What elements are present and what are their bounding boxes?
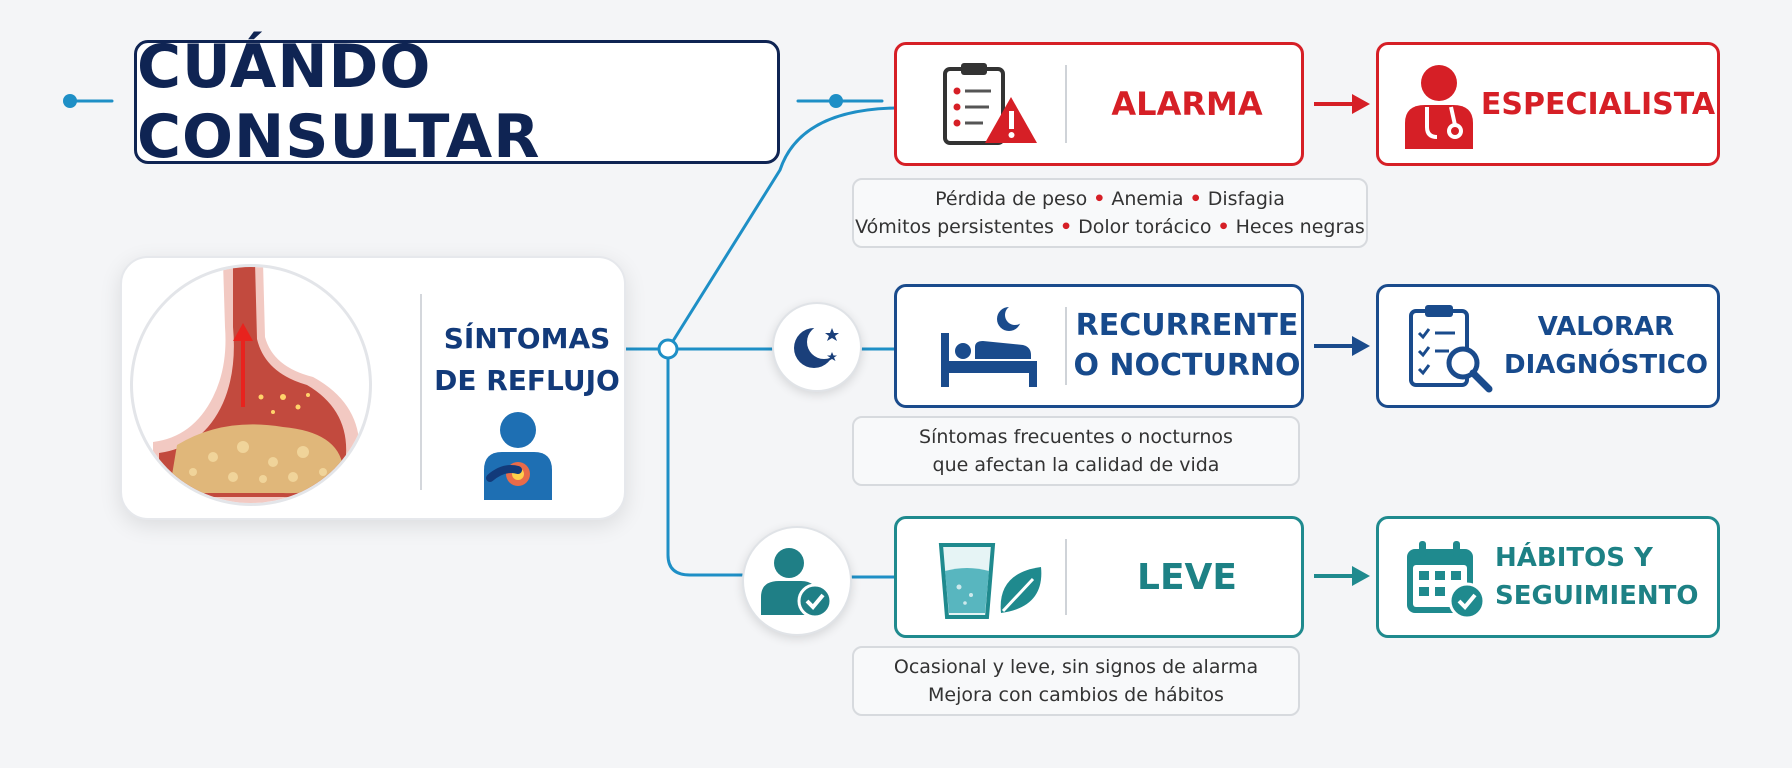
alarm-symptoms-box: Pérdida de peso•Anemia•Disfagia Vómitos … [852,178,1368,248]
stomach-illustration [130,264,372,506]
reflux-title-line2: DE REFLUJO [434,364,620,397]
title-box: CUÁNDO CONSULTAR [134,32,780,172]
heartburn-person-icon [470,408,560,504]
reflux-card-title: SÍNTOMAS DE REFLUJO [432,318,622,402]
user-check-node [742,526,852,636]
mild-box: LEVE [894,516,1304,638]
mild-desc-line2: Mejora con cambios de hábitos [928,684,1224,706]
card-divider [420,294,422,490]
recurrent-label-line1: RECURRENTE [1075,308,1299,343]
alarm-box: ALARMA [894,42,1304,166]
diagnostic-label-line1: VALORAR [1537,312,1675,342]
symptom-dysphagia: Disfagia [1207,188,1285,210]
symptom-weight-loss: Pérdida de peso [935,188,1088,210]
calendar-check-icon [1403,537,1489,627]
symptom-black-stool: Heces negras [1235,216,1365,238]
mild-divider [1065,539,1067,615]
recurrent-desc-line1: Síntomas frecuentes o nocturnos [919,426,1233,448]
symptom-vomiting: Vómitos persistentes [855,216,1054,238]
user-check-icon [761,548,833,619]
diagnostic-box: VALORAR DIAGNÓSTICO [1376,284,1720,408]
clipboard-search-icon [1405,301,1497,397]
specialist-box: ESPECIALISTA [1376,42,1720,166]
diagnostic-label: VALORAR DIAGNÓSTICO [1495,287,1717,405]
symptom-chest-pain: Dolor torácico [1078,216,1212,238]
clipboard-warning-icon [939,61,1039,151]
arrow-alarm [1314,94,1370,114]
habits-label: HÁBITOS Y SEGUIMIENTO [1495,519,1699,635]
doctor-icon [1401,61,1477,153]
alarm-divider [1065,65,1067,143]
recurrent-desc-line2: que afectan la calidad de vida [932,454,1220,476]
recurrent-box: RECURRENTE O NOCTURNO [894,284,1304,408]
mild-desc-line1: Ocasional y leve, sin signos de alarma [893,656,1259,678]
reflux-symptoms-card: SÍNTOMAS DE REFLUJO [120,256,626,520]
page-title: CUÁNDO CONSULTAR [137,32,541,172]
alarm-symptoms-row2: Vómitos persistentes•Dolor torácico•Hece… [855,216,1365,238]
specialist-label: ESPECIALISTA [1480,86,1716,122]
habits-box: HÁBITOS Y SEGUIMIENTO [1376,516,1720,638]
mild-label: LEVE [1137,556,1237,598]
alarm-label: ALARMA [1111,85,1263,123]
moon-stars-icon [794,325,841,368]
recurrent-desc-box: Síntomas frecuentes o nocturnos que afec… [852,416,1300,486]
arrow-mild [1314,566,1370,586]
symptom-anemia: Anemia [1111,188,1184,210]
leaf-icon [997,563,1045,621]
bed-icon [939,303,1039,395]
recurrent-label: RECURRENTE O NOCTURNO [1073,287,1301,405]
reflux-title-line1: SÍNTOMAS [443,322,611,355]
arrow-recurrent [1314,336,1370,356]
habits-label-line2: SEGUIMIENTO [1495,581,1699,611]
moon-stars-node [772,302,862,392]
alarm-symptoms-row1: Pérdida de peso•Anemia•Disfagia [935,188,1285,210]
habits-label-line1: HÁBITOS Y [1495,543,1653,573]
recurrent-label-line2: O NOCTURNO [1073,348,1301,383]
diagnostic-label-line2: DIAGNÓSTICO [1504,350,1708,380]
water-glass-icon [937,541,997,625]
recurrent-divider [1065,307,1067,385]
mild-desc-box: Ocasional y leve, sin signos de alarma M… [852,646,1300,716]
